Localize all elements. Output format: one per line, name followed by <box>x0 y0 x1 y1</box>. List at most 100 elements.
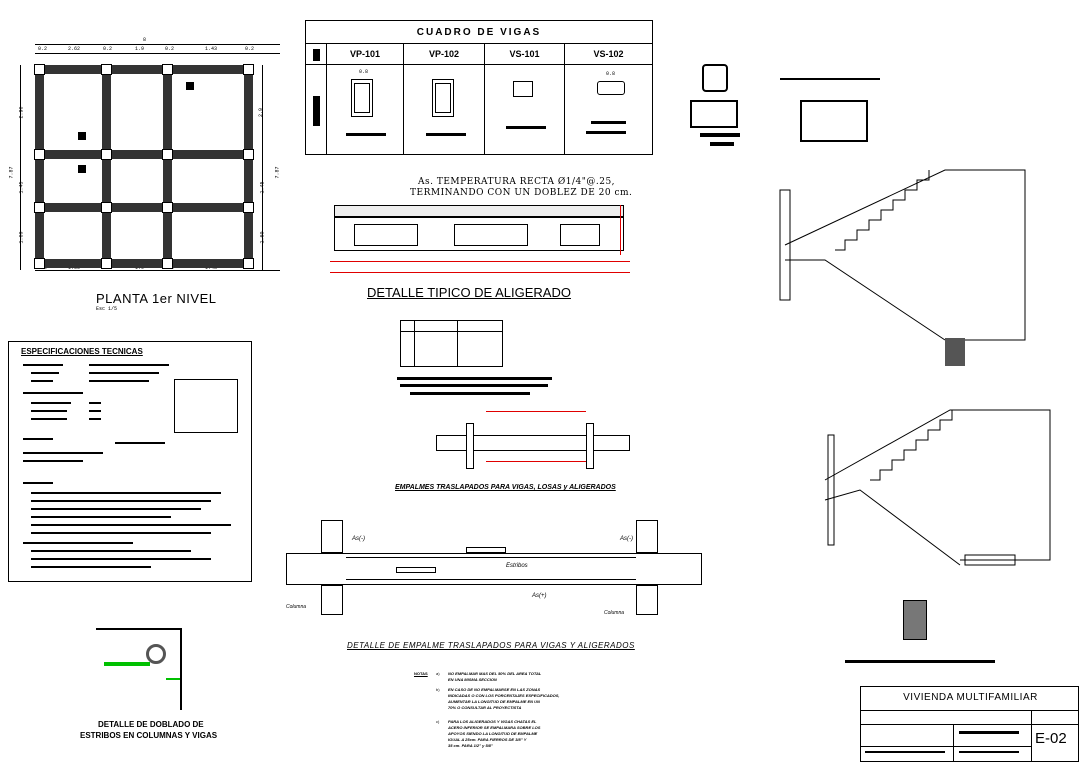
column <box>34 64 45 75</box>
column <box>162 202 173 213</box>
note-line: 70% O CONSULTAR AL PROYECTISTA <box>448 705 522 710</box>
note-line: IGUAL A 25cm. PARA FIERROS DE 3/8" Y <box>448 737 527 742</box>
beam-col-header: VS-102 <box>593 49 624 59</box>
plan-left-dim: 1.60 <box>18 231 25 244</box>
label-as-pos: As(+) <box>532 593 547 599</box>
floor-plan: 8 0.2 2.62 0.2 1.9 0.2 1.43 0.2 0.2 1.60… <box>8 37 281 280</box>
splice-2-title: DETALLE DE EMPALME TRASLAPADOS PARA VIGA… <box>347 641 635 650</box>
note-line: EN UNA MISMA SECCION <box>448 677 497 682</box>
plan-scale: Esc 1/5 <box>96 306 118 312</box>
note-line: 35 cm. PARA 1/2" y 5/8" <box>448 743 493 748</box>
note-letter: c) <box>436 719 440 724</box>
beam-col-header: VP-102 <box>428 49 460 59</box>
column <box>162 149 173 160</box>
plan-top-dim: 0.2 <box>245 46 255 52</box>
plan-bottom-dim: 1.9 <box>135 265 145 271</box>
plan-title: PLANTA 1er NIVEL <box>96 291 217 306</box>
plan-bottom-dim: 1.60 <box>68 265 81 271</box>
project-name: VIVIENDA MULTIFAMILIAR <box>903 692 1038 703</box>
aligerado-note-1: As. TEMPERATURA RECTA Ø1/4"@.25, <box>418 177 616 187</box>
aligerado-note-2: TERMINANDO CON UN DOBLEZ DE 20 cm. <box>410 188 633 198</box>
stair-table <box>800 100 868 142</box>
column-table <box>690 100 738 128</box>
column <box>34 258 45 269</box>
specs-panel: ESPECIFICACIONES TECNICAS <box>8 341 252 582</box>
column-stirrup-detail <box>702 64 728 92</box>
note-line: NO EMPALMAR MAS DEL 50% DEL AREA TOTAL <box>448 671 542 676</box>
column <box>101 64 112 75</box>
label-as-neg: As(-) <box>352 536 365 542</box>
notes: NOTAS a) NO EMPALMAR MAS DEL 50% DEL ARE… <box>414 672 594 762</box>
beam <box>163 65 172 268</box>
beam-dim-label: 0.8 <box>606 71 616 77</box>
notes-label: NOTAS <box>414 671 428 676</box>
column <box>34 202 45 213</box>
aligerado-title: DETALLE TIPICO DE ALIGERADO <box>367 285 571 300</box>
note-line: ACERO INFERIOR SE EMPALMARA SOBRE LOS <box>448 725 541 730</box>
plan-top-dim: 0.2 <box>165 46 175 52</box>
beam-dim-label: 0.8 <box>359 69 369 75</box>
beam-section-vp102 <box>432 79 454 117</box>
sheet-number: E-02 <box>1035 730 1067 747</box>
specs-title: ESPECIFICACIONES TECNICAS <box>21 347 143 356</box>
plan-right-dim: 2.9 <box>258 107 265 118</box>
section-marker <box>186 82 194 90</box>
doblado-title-2: ESTRIBOS EN COLUMNAS Y VIGAS <box>80 731 218 740</box>
column <box>101 149 112 160</box>
doblado-title-1: DETALLE DE DOBLADO DE <box>98 720 204 729</box>
note-letter: a) <box>436 671 440 676</box>
column <box>243 64 254 75</box>
column <box>243 202 254 213</box>
note-line: EN CASO DE NO EMPALMARSE EN LAS ZONAS <box>448 687 541 692</box>
beam <box>102 65 111 268</box>
column <box>162 64 173 75</box>
note-line: APOYOS SIENDO LA LONGITUD DE EMPALME <box>448 731 538 736</box>
beam-section-vp101 <box>351 79 373 117</box>
column <box>243 258 254 269</box>
footing-detail <box>903 600 927 640</box>
plan-total-height-right: 7.87 <box>274 166 281 179</box>
label-columna: Columna <box>604 610 625 616</box>
plan-left-dim: 2.96 <box>18 106 25 119</box>
plan-right-dim: 1.60 <box>259 231 266 244</box>
plan-total-height: 7.87 <box>8 166 15 179</box>
beam <box>35 65 253 74</box>
plan-bottom-dim: 1.43 <box>205 265 218 271</box>
splice-detail-1 <box>436 405 636 475</box>
plan-top-dim: 0.2 <box>38 46 48 52</box>
beam <box>35 259 253 268</box>
plan-left-dim: 1.45 <box>18 181 25 194</box>
beam <box>35 203 253 212</box>
plan-top-dim: 1.9 <box>135 46 145 52</box>
beam-col-header: VP-101 <box>349 49 381 59</box>
stair-detail-1 <box>779 169 1026 366</box>
beam-table: CUADRO DE VIGAS VP-101 VP-102 VS-101 VS-… <box>305 20 653 155</box>
beam <box>35 150 253 159</box>
splice-detail-2: As(-) As(-) As(+) Estribos Columna Colum… <box>286 505 706 630</box>
column <box>101 202 112 213</box>
note-line: PARA LOS ALIGERADOS Y VIGAS CHATAS EL <box>448 719 537 724</box>
label-estribos: Estribos <box>506 563 528 569</box>
note-line: INDICADAS O CON LOS PORCENTAJES ESPECIFI… <box>448 693 560 698</box>
hook-detail <box>174 379 238 433</box>
label-as-neg: As(-) <box>620 536 633 542</box>
note-line: AUMENTAR LA LONGITUD DE EMPALME EN UN <box>448 699 540 704</box>
column <box>101 258 112 269</box>
column <box>243 149 254 160</box>
beam-table-title: CUADRO DE VIGAS <box>416 27 542 38</box>
aligerado-section <box>330 200 630 280</box>
column <box>34 149 45 160</box>
beam <box>35 65 44 268</box>
beam <box>244 65 253 268</box>
plan-right-dim: 1.45 <box>259 181 266 194</box>
beam-section-vs101 <box>513 81 533 97</box>
section-marker <box>78 132 86 140</box>
label-columna: Columna <box>286 604 307 610</box>
plan-total-width: 8 <box>143 37 147 43</box>
plan-top-dim: 0.2 <box>103 46 113 52</box>
stirrup-bend-detail <box>96 628 182 710</box>
plan-top-dim: 2.62 <box>68 46 81 52</box>
splice-table <box>400 320 503 367</box>
note-letter: b) <box>436 687 440 692</box>
stair-detail-2 <box>824 409 1051 566</box>
